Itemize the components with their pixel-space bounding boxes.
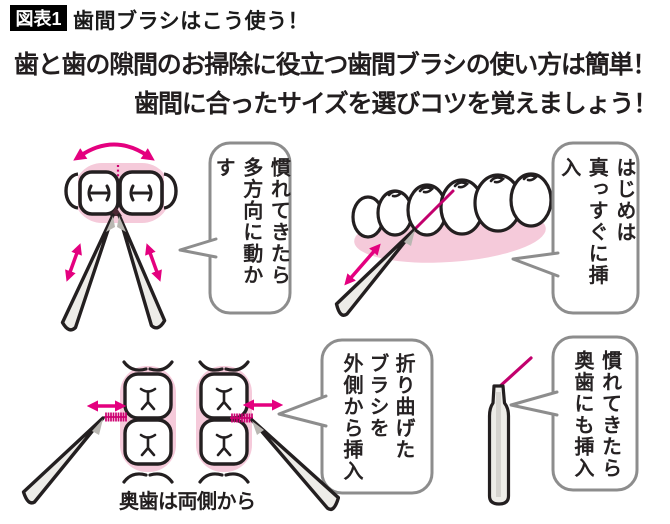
headline-line-2: 歯間に合ったサイズを選びコツを覚えましょう！	[134, 90, 658, 118]
adjacent-tooth-shape	[163, 172, 178, 210]
tooth-shape	[509, 172, 553, 228]
tooth-pair	[196, 360, 252, 484]
speech-bubble-back-teeth: 慣れてきたら 奥歯にも挿入	[505, 335, 640, 492]
tooth-fissure	[418, 186, 435, 194]
tooth-fissure	[87, 184, 111, 202]
figure-badge: 図表1	[10, 5, 67, 31]
brush-tip-shade	[92, 419, 103, 435]
speech-bubble-bent-brush: 折り曲げた ブラシを 外側から挿入	[272, 338, 436, 497]
tooth-fissure	[129, 184, 153, 202]
tooth-pair	[120, 360, 176, 484]
adjacent-tooth-shape	[122, 360, 174, 372]
brush-tip-shade	[252, 421, 264, 435]
adjacent-tooth-shape	[198, 360, 250, 372]
speech-bubble-text: はじめは 真っすぐに挿入	[557, 157, 635, 286]
illustration-front-teeth-row	[334, 172, 553, 317]
tooth-fissure	[522, 174, 539, 182]
illustration-bent-brush	[487, 356, 533, 506]
figure-title: 歯間ブラシはこう使う！	[73, 10, 310, 33]
double-arrow-icon	[65, 243, 82, 282]
brush-tip-shade	[106, 216, 115, 232]
tooth-fissure	[215, 387, 233, 411]
tooth-fissure	[387, 190, 404, 198]
adjacent-tooth-shape	[64, 172, 79, 210]
brush-tip-shade	[404, 230, 415, 246]
brush-handle	[250, 418, 340, 512]
brush-handle	[117, 213, 167, 330]
double-arrow-icon	[145, 243, 162, 282]
brush-handle	[21, 416, 105, 505]
tooth-fissure	[215, 433, 233, 457]
brush-wire	[496, 356, 533, 390]
rotate-arrow-icon	[73, 142, 155, 161]
caption-back-teeth: 奥歯は両側から	[119, 491, 256, 513]
speech-bubble-move-multi: 慣れてきたら 多方向に動かす	[176, 140, 294, 318]
adjacent-tooth-shape	[198, 472, 250, 484]
tooth-fissure	[453, 181, 470, 189]
tooth-fissure	[139, 433, 157, 457]
brush-wire	[413, 189, 455, 231]
brush-tip-shade	[117, 216, 126, 232]
illustration-occlusal-view	[60, 142, 178, 332]
double-arrow-icon	[344, 243, 381, 286]
brush-bristles	[230, 413, 253, 423]
brush-handle-shade	[496, 392, 501, 497]
speech-bubble-text: 慣れてきたら 多方向に動かす	[212, 157, 290, 286]
adjacent-tooth-shape	[122, 472, 174, 484]
headline-line-1: 歯と歯の隙間のお掃除に役立つ歯間ブラシの使い方は簡単！	[14, 51, 657, 79]
speech-bubble-text: 折り曲げた ブラシを 外側から挿入	[340, 353, 414, 482]
speech-bubble-insert-straight: はじめは 真っすぐに挿入	[508, 140, 642, 318]
tooth-fissure	[489, 176, 506, 184]
brush-handle	[60, 213, 115, 332]
tooth-fissure	[139, 387, 157, 411]
illustration-back-teeth-both-sides	[21, 360, 340, 512]
brush-bristles	[104, 412, 127, 422]
speech-bubble-text: 慣れてきたら 奥歯にも挿入	[571, 350, 621, 479]
